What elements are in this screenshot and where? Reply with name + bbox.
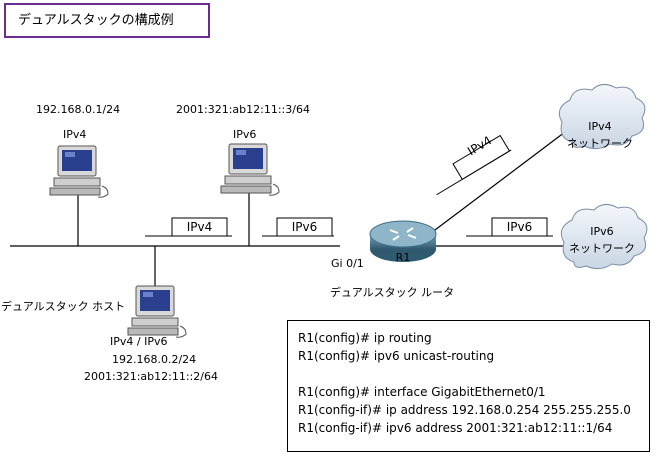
config-line: R1(config-if)# ipv6 address 2001:321:ab1… <box>298 421 613 435</box>
router-icon <box>369 220 437 262</box>
config-line: R1(config-if)# ip address 192.168.0.254 … <box>298 403 631 417</box>
wan-ipv4-link <box>426 131 566 237</box>
ipv4-cloud-line2: ネットワーク <box>567 137 633 150</box>
ipv6-host-icon <box>220 143 280 196</box>
lan-ipv4-tag <box>145 217 232 237</box>
config-line: R1(config)# interface GigabitEthernet0/1 <box>298 385 546 399</box>
lan-ipv6-tag <box>262 217 334 237</box>
dual-host-caption: デュアルスタック ホスト <box>1 300 126 313</box>
ipv4-cloud-line1: IPv4 <box>588 120 612 133</box>
ipv6-host-ip: 2001:321:ab12:11::3/64 <box>176 103 310 116</box>
config-line: R1(config)# ipv6 unicast-routing <box>298 349 495 363</box>
config-line <box>298 365 639 383</box>
router-interface: Gi 0/1 <box>331 257 364 270</box>
ipv4-host-label: IPv4 <box>63 128 87 141</box>
ipv6-cloud-line1: IPv6 <box>590 225 614 238</box>
dual-host-ipv4: 192.168.0.2/24 <box>112 353 197 366</box>
ipv4-host-ip: 192.168.0.1/24 <box>36 103 121 116</box>
ipv6-cloud-line2: ネットワーク <box>569 242 635 255</box>
lan-ipv6-tag-label: IPv6 <box>291 220 318 234</box>
router-caption: デュアルスタック ルータ <box>330 286 455 299</box>
dual-host-label: IPv4 / IPv6 <box>110 335 168 348</box>
config-line: R1(config)# ip routing <box>298 331 432 345</box>
ipv4-host-icon <box>49 145 109 198</box>
ipv6-cloud-icon <box>560 204 648 270</box>
wan-ipv6-tag <box>466 217 553 237</box>
wan-ipv4-tag <box>436 134 512 196</box>
dual-host-ipv6: 2001:321:ab12:11::2/64 <box>84 370 218 383</box>
ipv4-cloud-icon <box>558 84 646 150</box>
diagram-title: デュアルスタックの構成例 <box>4 3 210 38</box>
lan-ipv4-tag-label: IPv4 <box>186 220 213 234</box>
ipv6-host-label: IPv6 <box>233 128 257 141</box>
router-name: R1 <box>395 251 411 264</box>
dual-host-icon <box>127 285 187 338</box>
wan-ipv6-tag-label: IPv6 <box>506 220 533 234</box>
config-panel: R1(config)# ip routing R1(config)# ipv6 … <box>287 320 650 452</box>
